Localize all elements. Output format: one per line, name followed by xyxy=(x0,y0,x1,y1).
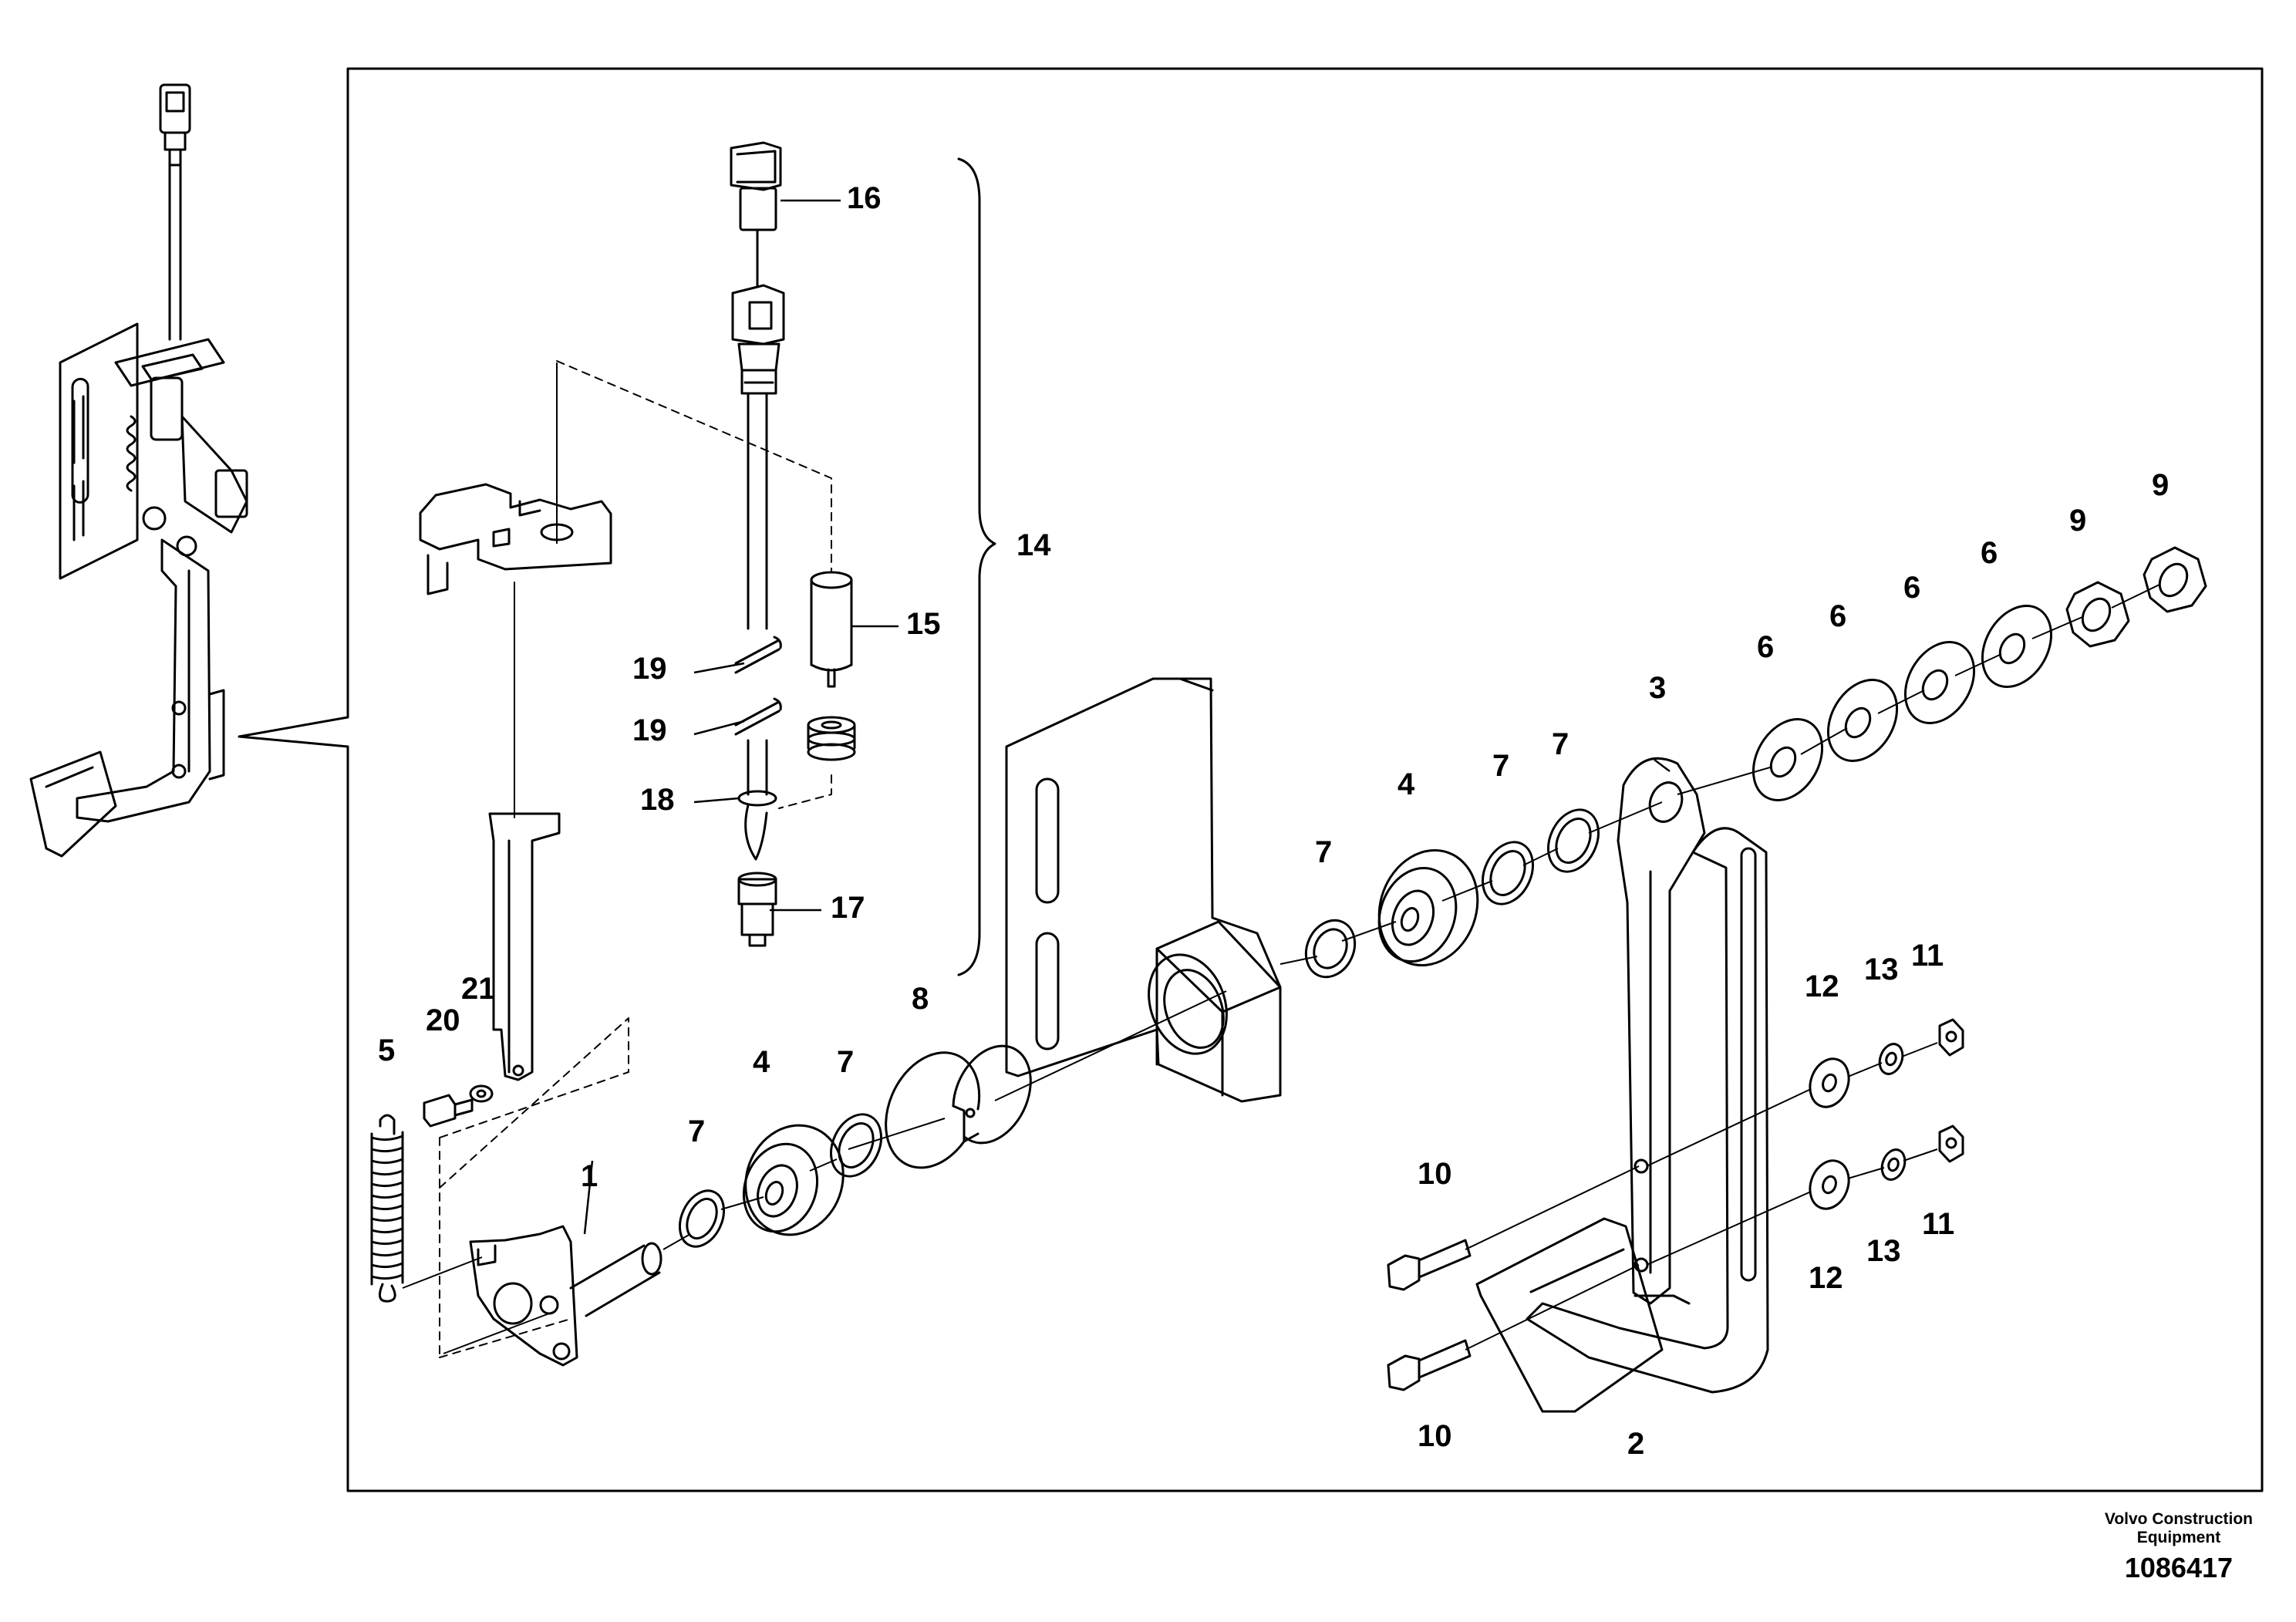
callout-6-a: 6 xyxy=(1757,630,1774,664)
part-14-sensor-cable-assembly xyxy=(731,284,785,947)
group-14-brace xyxy=(957,157,996,976)
part-7-washer-lower-b xyxy=(830,1113,882,1178)
callout-6-b: 6 xyxy=(1829,599,1846,633)
part-7-washer-lower-a xyxy=(678,1189,726,1248)
callout-9-b: 9 xyxy=(2152,468,2169,502)
callout-12-upper: 12 xyxy=(1805,969,1839,1003)
part-7-washer-upper-c xyxy=(1547,808,1600,873)
callout-4-upper: 4 xyxy=(1397,767,1415,801)
callout-17: 17 xyxy=(831,891,865,925)
callout-16: 16 xyxy=(847,181,882,215)
part-11-nut-upper xyxy=(1938,1018,1964,1057)
callout-11-upper: 11 xyxy=(1911,939,1944,973)
callout-5: 5 xyxy=(378,1034,395,1067)
part-9-nut-a xyxy=(2065,581,2130,648)
part-10-bolt-lower xyxy=(1387,1339,1472,1391)
part-12-washer-upper xyxy=(1809,1057,1850,1108)
callout-15: 15 xyxy=(906,607,941,641)
callout-19-upper: 19 xyxy=(632,652,667,686)
part-13-lockwasher-lower xyxy=(1880,1148,1907,1181)
company-name-line2: Equipment xyxy=(2136,1529,2221,1546)
company-name-line1: Volvo Construction xyxy=(2104,1510,2253,1528)
detail-view-frame xyxy=(238,67,2264,1492)
callout-11-lower: 11 xyxy=(1922,1207,1954,1241)
part-6-washer-b xyxy=(1826,679,1899,762)
callout-13-upper: 13 xyxy=(1864,953,1899,986)
callout-20: 20 xyxy=(426,1003,460,1037)
callout-7-lower-b: 7 xyxy=(837,1045,854,1079)
part-8-retaining-ring xyxy=(885,1044,1032,1169)
part-3-link-arm xyxy=(1617,757,1706,1305)
callout-21: 21 xyxy=(461,972,496,1006)
callout-7-lower-a: 7 xyxy=(688,1114,705,1148)
callout-12-lower: 12 xyxy=(1809,1261,1843,1295)
callout-19-lower: 19 xyxy=(632,713,667,747)
part-12-washer-lower xyxy=(1809,1159,1850,1210)
callout-6-d: 6 xyxy=(1981,536,1998,570)
sensor-strip-arm xyxy=(488,582,561,1081)
callout-10-lower: 10 xyxy=(1418,1419,1452,1453)
callout-14: 14 xyxy=(1017,528,1051,562)
callout-1: 1 xyxy=(581,1159,598,1193)
callout-labels: 16 14 15 19 19 18 17 21 20 5 1 7 4 7 8 7… xyxy=(378,181,2169,1461)
overview-assembly-thumbnail xyxy=(29,83,248,858)
pedal-foot-pad xyxy=(1475,1217,1664,1413)
callout-13-lower: 13 xyxy=(1866,1234,1901,1268)
callout-7-upper-a: 7 xyxy=(1315,835,1332,869)
drawing-number: 1086417 xyxy=(2124,1552,2234,1583)
callout-7-upper-b: 7 xyxy=(1492,749,1509,783)
callout-7-upper-c: 7 xyxy=(1552,727,1569,761)
sensor-mounting-bracket xyxy=(419,483,612,595)
callout-6-c: 6 xyxy=(1903,571,1920,605)
part-13-lockwasher-upper xyxy=(1878,1043,1904,1075)
part-1-lever-shaft xyxy=(469,1225,663,1367)
callout-3: 3 xyxy=(1649,671,1666,705)
part-11-nut-lower xyxy=(1938,1125,1964,1163)
part-4-bearing-upper xyxy=(1377,849,1479,966)
part-20-screw xyxy=(423,1094,474,1128)
part-6-washer-d xyxy=(1981,605,2053,688)
callout-10-upper: 10 xyxy=(1418,1157,1452,1191)
part-6-washer-c xyxy=(1903,641,1976,724)
part-2-pedal-arm xyxy=(1526,827,1769,1394)
part-16-connector xyxy=(730,141,782,287)
part-6-washer-a xyxy=(1752,718,1824,801)
callout-4-lower: 4 xyxy=(753,1045,770,1079)
part-10-bolt-upper xyxy=(1387,1239,1472,1291)
pedal-mounting-bracket xyxy=(1005,677,1282,1103)
part-9-nut-b xyxy=(2143,546,2207,613)
part-21-washer xyxy=(469,1084,494,1103)
callout-9-a: 9 xyxy=(2069,504,2086,538)
callout-8: 8 xyxy=(912,982,929,1016)
part-7-washer-upper-b xyxy=(1482,841,1534,905)
drawing-footer: Volvo Construction Equipment 1086417 xyxy=(2105,1510,2253,1584)
part-4-bearing-lower xyxy=(742,1124,845,1236)
part-5-tension-spring xyxy=(370,1114,404,1303)
part-15-sensor-magnet xyxy=(807,571,856,761)
part-7-washer-upper-a xyxy=(1304,919,1357,979)
callout-2: 2 xyxy=(1627,1427,1644,1461)
callout-18: 18 xyxy=(640,783,675,817)
